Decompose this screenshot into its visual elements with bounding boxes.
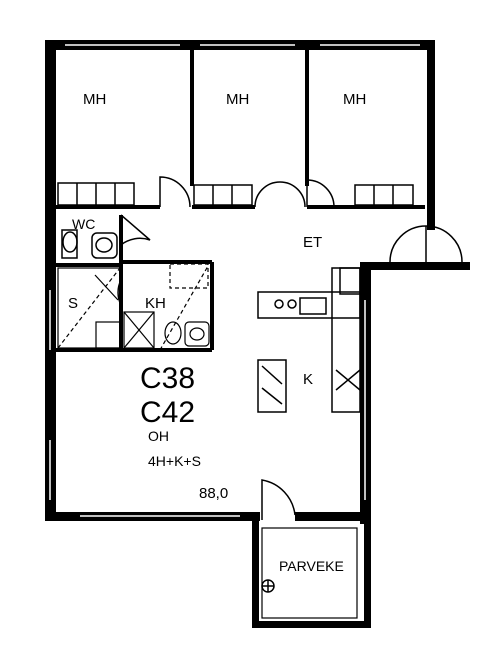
bathroom-fixtures [123, 263, 210, 351]
room-label-mh-3: MH [343, 91, 366, 108]
apartment-oh: OH [148, 428, 169, 444]
apartment-type: 4H+K+S [148, 453, 201, 469]
room-label-mh-2: MH [226, 91, 249, 108]
room-label-kh: KH [145, 295, 166, 312]
balcony [252, 521, 371, 628]
kitchen-counters [257, 267, 361, 413]
doors [117, 176, 463, 520]
wc-fixtures [61, 229, 118, 259]
room-label-et: ET [303, 234, 322, 251]
room-label-mh-1: MH [83, 91, 106, 108]
room-label-k: K [303, 371, 313, 388]
sauna-area [57, 267, 121, 349]
room-label-wc: WC [72, 216, 95, 232]
exterior-walls [45, 40, 470, 524]
wardrobes [57, 182, 414, 206]
drain-icon [261, 579, 275, 593]
apartment-code-2: C42 [140, 396, 195, 429]
apartment-area: 88,0 [199, 485, 228, 502]
interior-walls [56, 50, 425, 352]
room-label-s: S [68, 295, 78, 312]
room-label-parveke: PARVEKE [279, 558, 344, 574]
windows [49, 44, 420, 517]
apartment-code-1: C38 [140, 362, 195, 395]
